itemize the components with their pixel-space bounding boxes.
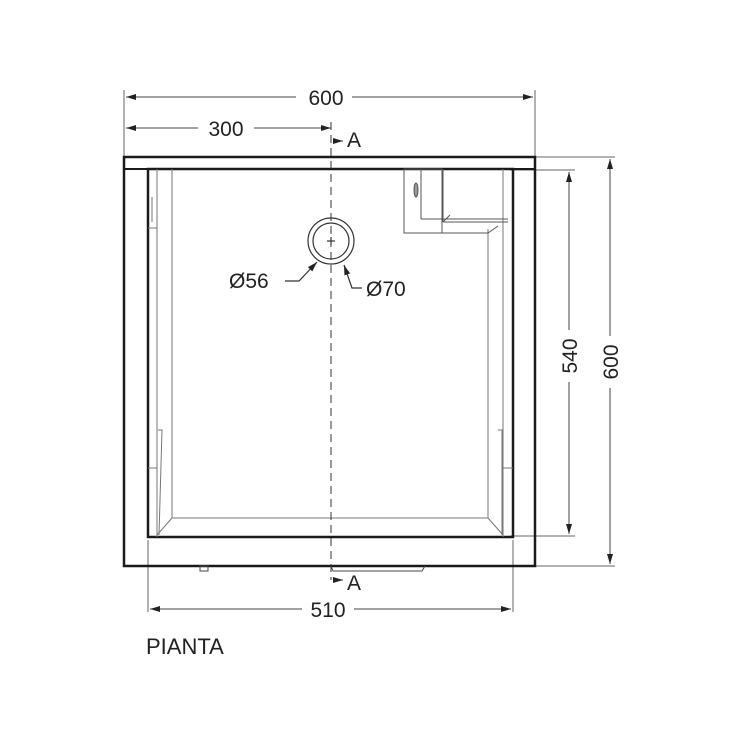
dim-overall-depth-label: 600 [600,344,623,379]
dim-half-width-label: 300 [208,118,243,141]
view-title: PIANTA [146,634,224,659]
drain [285,217,362,289]
section-label-bottom: A [347,572,361,595]
dim-overall-width-label: 600 [308,87,343,110]
drain-outer-diameter-label: Ø70 [366,278,406,301]
hinge-mechanism [403,168,508,234]
dim-inner-depth-label: 540 [559,338,582,373]
bottom-strip [199,565,426,572]
dim-inner-width-label: 510 [310,599,345,622]
inner-walls [148,169,513,537]
drain-inner-diameter-label: Ø56 [229,270,269,293]
section-label-top: A [347,129,361,152]
